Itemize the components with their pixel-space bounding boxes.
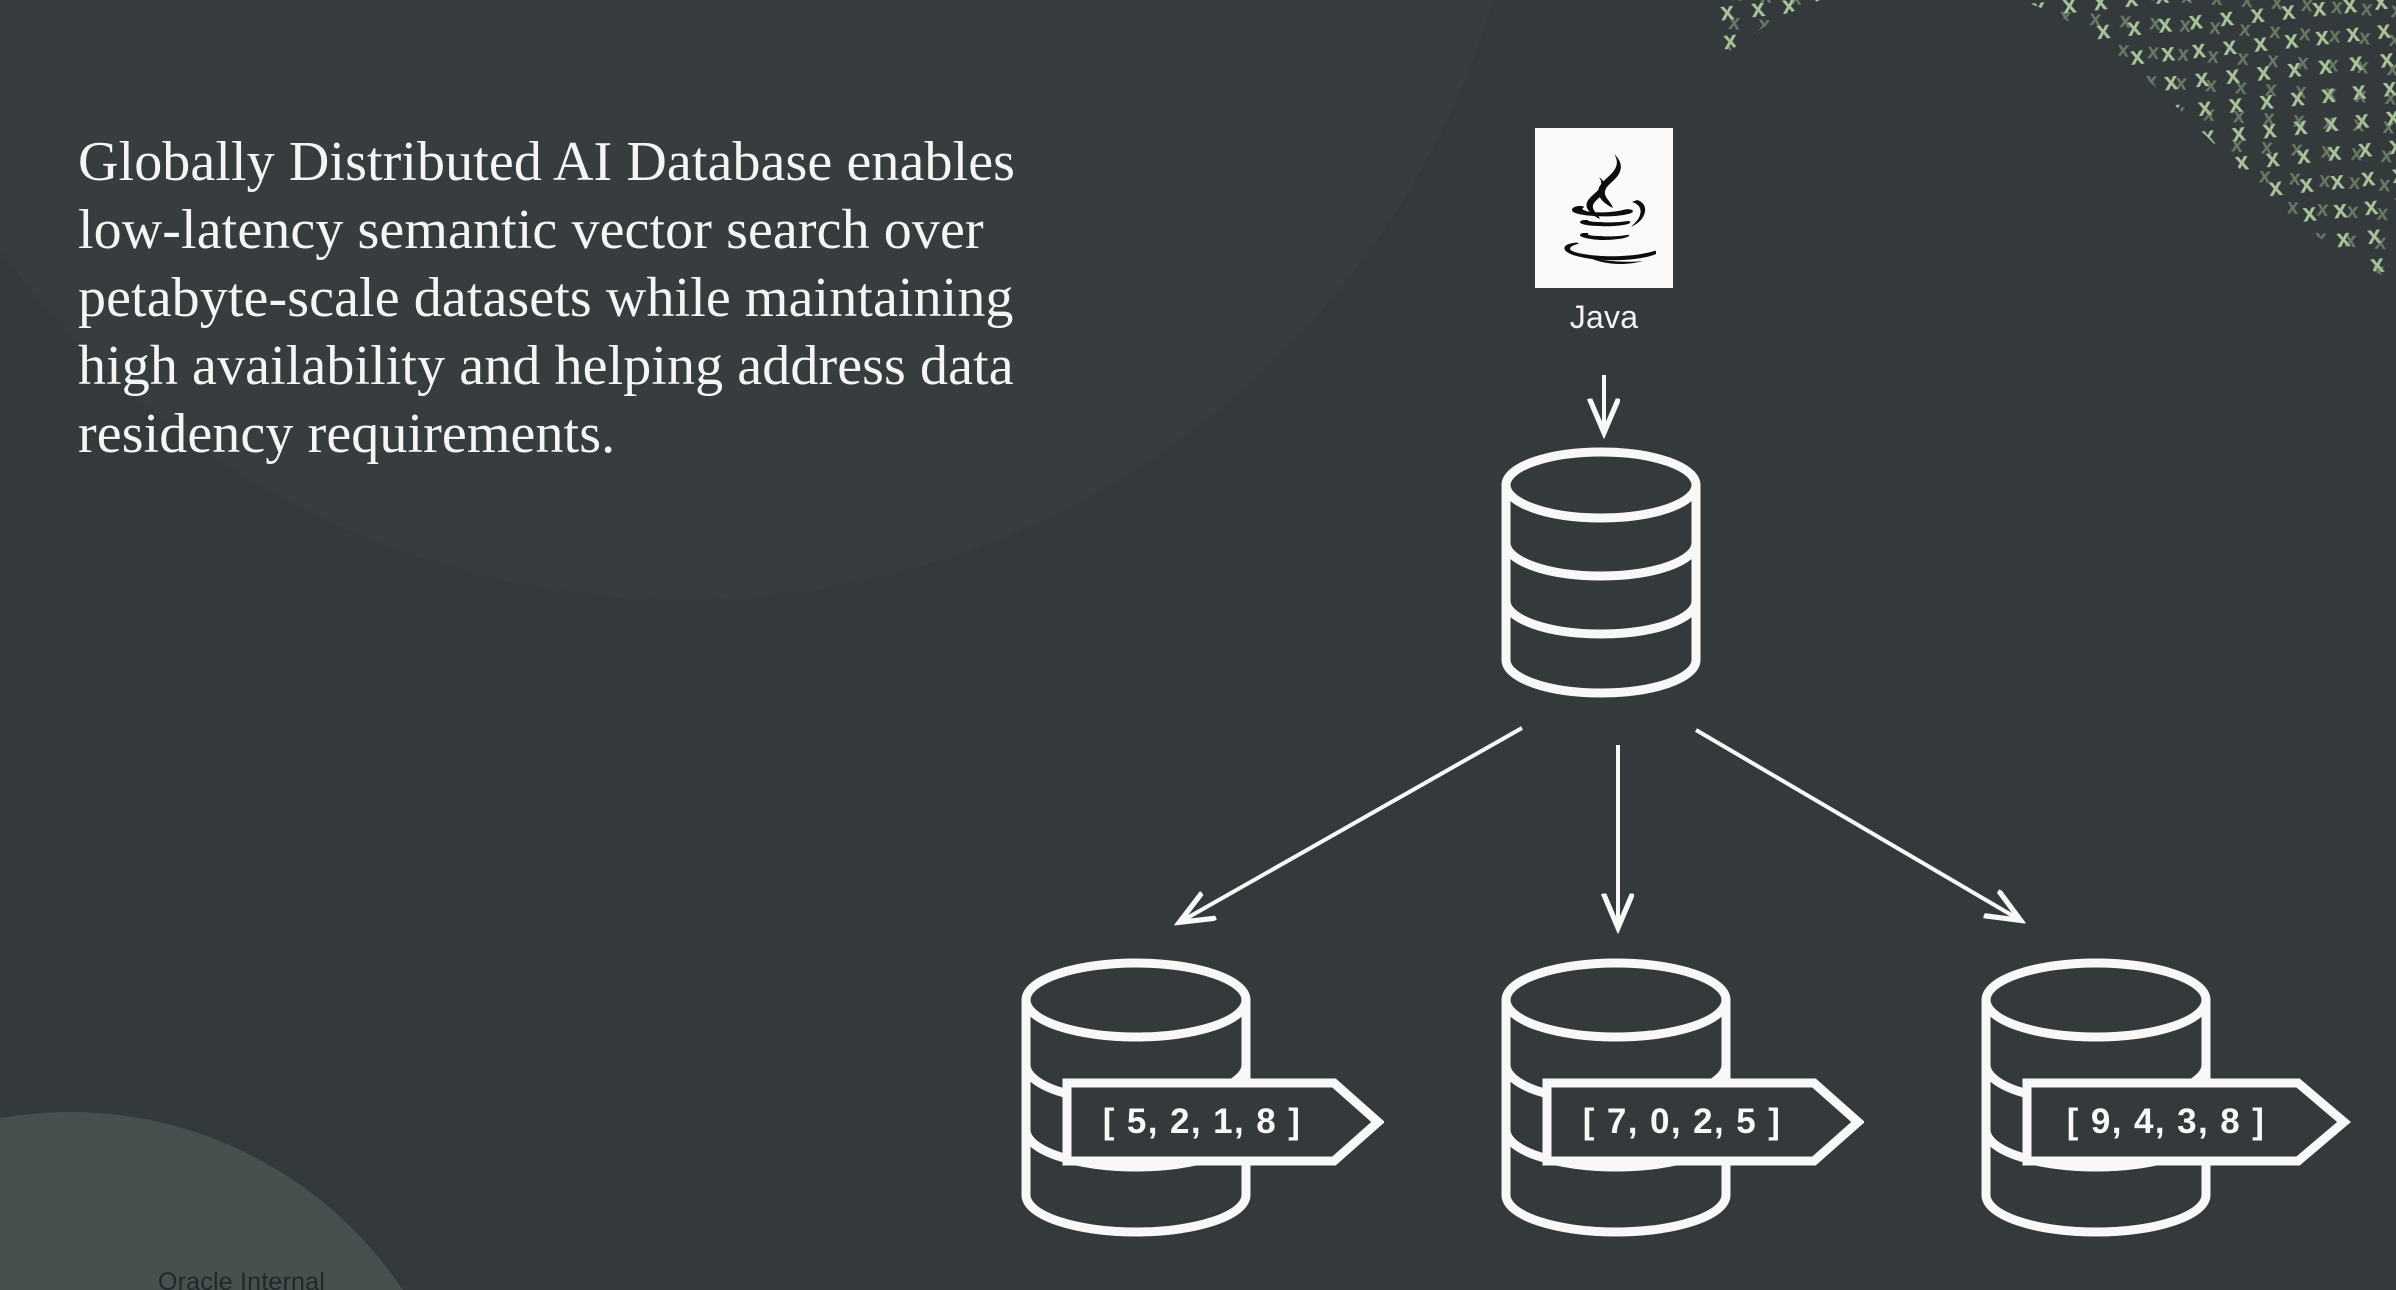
vector-label-3: [ 9, 4, 3, 8 ] [2066, 1102, 2266, 1141]
primary-database-icon [1501, 447, 1701, 698]
java-node-label: Java [1569, 299, 1639, 335]
vector-label-2: [ 7, 0, 2, 5 ] [1582, 1102, 1782, 1141]
java-logo-icon [1535, 128, 1673, 288]
vector-banner-1: [ 5, 2, 1, 8 ] [1062, 1078, 1384, 1166]
arrow-to-shard-3 [1694, 728, 2020, 920]
java-source-node: Java [1535, 128, 1673, 336]
vector-banner-2: [ 7, 0, 2, 5 ] [1542, 1078, 1864, 1166]
vector-label-1: [ 5, 2, 1, 8 ] [1102, 1102, 1302, 1141]
footer-confidentiality-note: Oracle Internal [158, 1268, 325, 1290]
page-title: Globally Distributed AI Database enables… [78, 131, 1016, 465]
vector-banner-3: [ 9, 4, 3, 8 ] [2022, 1078, 2352, 1166]
fanout-arrows [1180, 726, 2020, 927]
arrow-to-shard-1 [1180, 726, 1523, 922]
